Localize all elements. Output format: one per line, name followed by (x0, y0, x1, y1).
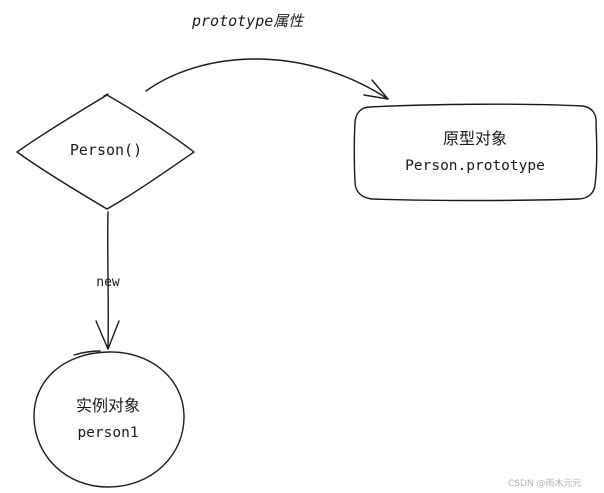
prototype-box-shape (353, 103, 598, 202)
new-edge-arrowhead (95, 320, 120, 350)
prototype-edge-line (145, 58, 389, 100)
constructor-node-label: Person() (69, 141, 143, 159)
prototype-edge-label: prototype属性 (192, 12, 304, 30)
new-edge-line (107, 211, 109, 350)
prototype-node-subtitle: Person.prototype (405, 158, 545, 174)
instance-node-subtitle: person1 (77, 425, 139, 441)
prototype-edge-arrowhead (363, 79, 389, 100)
instance-node-title: 实例对象 (75, 396, 141, 415)
constructor-diamond-overstroke (103, 93, 109, 97)
instance-circle-tail (73, 350, 101, 356)
watermark-text: CSDN @雨木元元 (508, 479, 582, 489)
prototype-node-title: 原型对象 (442, 129, 508, 148)
instance-circle-shape (33, 351, 185, 488)
constructor-diamond-shape (16, 94, 195, 210)
new-edge-label: new (96, 275, 120, 290)
